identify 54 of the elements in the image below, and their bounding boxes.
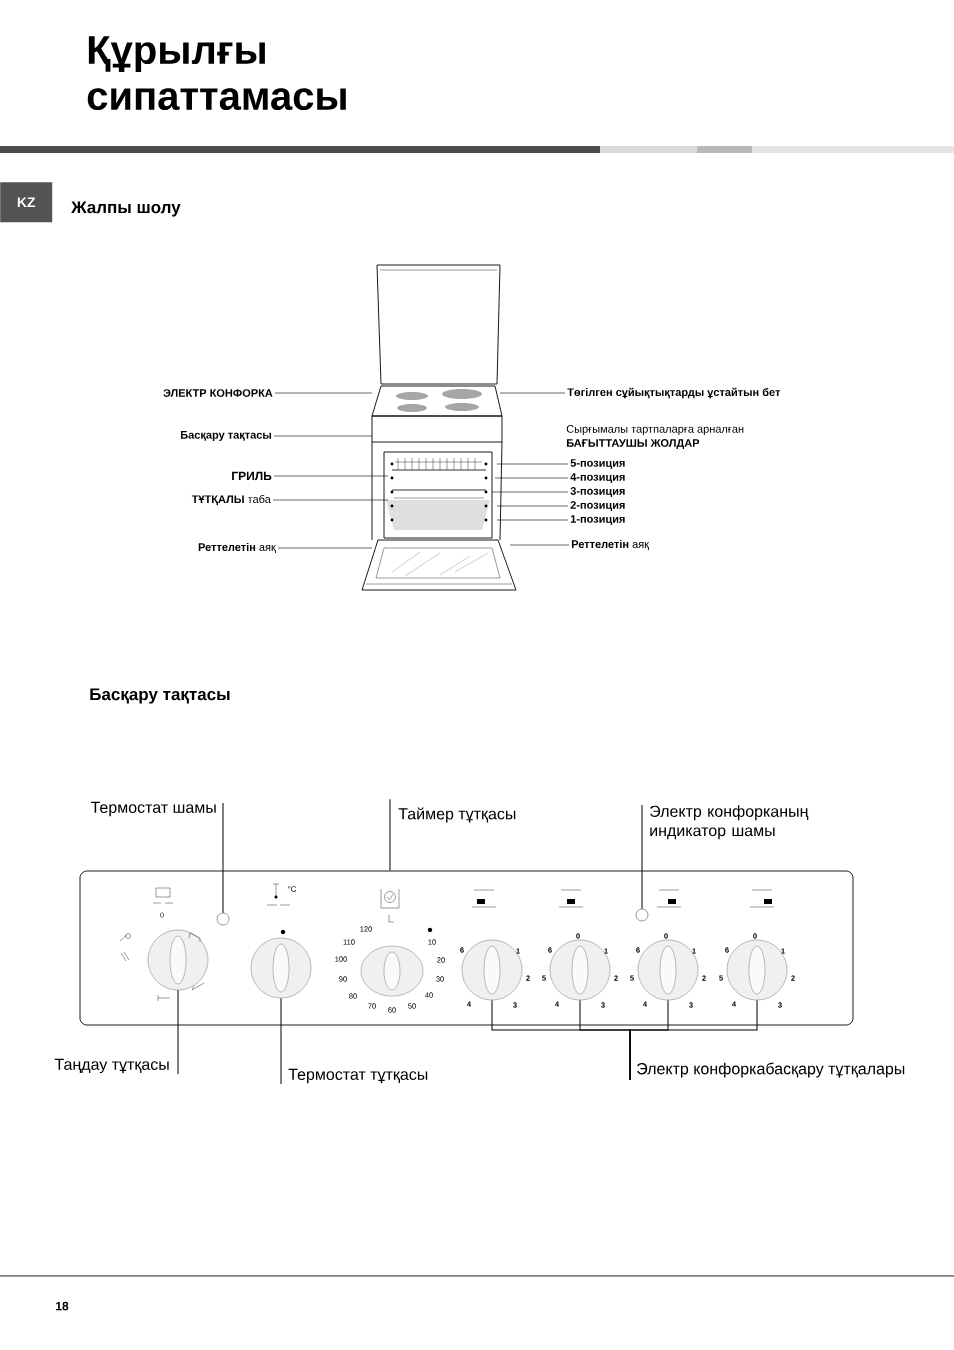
language-tab: KZ xyxy=(0,182,53,223)
leader-line xyxy=(273,435,373,437)
leader-line xyxy=(641,804,643,910)
part-label: ЭЛЕКТР КОНФОРКА xyxy=(163,389,273,397)
part-label: Электр конфорканың индикатор шамы xyxy=(650,805,809,840)
part-label: Реттелетін аяқ xyxy=(198,542,276,554)
page-number: 18 xyxy=(56,1301,69,1311)
indicator-lamp xyxy=(216,912,230,926)
leader-line xyxy=(280,997,282,1085)
control-knob xyxy=(250,937,312,999)
part-label: Термостат шамы xyxy=(90,801,216,817)
leader-line xyxy=(499,392,566,394)
part-label: Таңдау тұтқасы xyxy=(54,1058,169,1074)
part-label: 4-позиция xyxy=(570,473,625,483)
leader-line xyxy=(509,544,570,546)
part-label: БАҒЫТТАУШЫ ЖОЛДАР xyxy=(566,439,700,449)
leader-line xyxy=(494,477,569,479)
indicator-lamp xyxy=(635,908,649,922)
leader-line xyxy=(491,491,569,493)
leader-line xyxy=(222,802,224,914)
leader-line xyxy=(389,798,391,872)
part-label: 2-позиция xyxy=(570,501,625,511)
control-knob xyxy=(637,939,699,1001)
part-label: ГРИЛЬ xyxy=(232,471,272,481)
scale-number: °C xyxy=(288,886,297,892)
leader-line xyxy=(273,475,389,477)
leader-line xyxy=(629,999,758,1081)
part-label: 1-позиция xyxy=(570,515,625,525)
part-label: Сырғымалы тартпаларға арналған xyxy=(566,425,744,435)
part-label: Электр конфоркабасқару тұтқалары xyxy=(637,1062,905,1078)
control-knob xyxy=(549,939,611,1001)
control-knob xyxy=(726,939,788,1001)
part-label: Басқару тақтасы xyxy=(181,431,271,441)
part-label: Реттелетін аяқ xyxy=(571,539,650,551)
oven-drawing xyxy=(361,264,517,591)
control-knob xyxy=(147,929,209,991)
leader-line xyxy=(277,547,373,549)
part-label: Төгілген сұйықтықтарды ұстайтын бет xyxy=(567,387,781,399)
leader-line xyxy=(496,519,569,521)
title: Құрылғы сипаттамасы xyxy=(87,36,346,111)
part-label: 3-позиция xyxy=(570,487,625,497)
leader-line xyxy=(274,392,373,394)
control-knob xyxy=(461,939,523,1001)
leader-line xyxy=(496,505,569,507)
leader-line xyxy=(496,463,569,465)
section-heading: Жалпы шолу xyxy=(71,201,181,217)
leader-line xyxy=(272,499,389,501)
part-label: 5-позиция xyxy=(570,459,625,469)
control-knob xyxy=(360,945,424,997)
leader-line xyxy=(177,989,179,1075)
part-label: Термостат тұтқасы xyxy=(288,1068,428,1084)
part-label: ТҰТҚАЛЫ таба xyxy=(191,494,271,506)
section-heading: Басқару тақтасы xyxy=(90,688,230,704)
part-label: Таймер тұтқасы xyxy=(398,807,516,823)
